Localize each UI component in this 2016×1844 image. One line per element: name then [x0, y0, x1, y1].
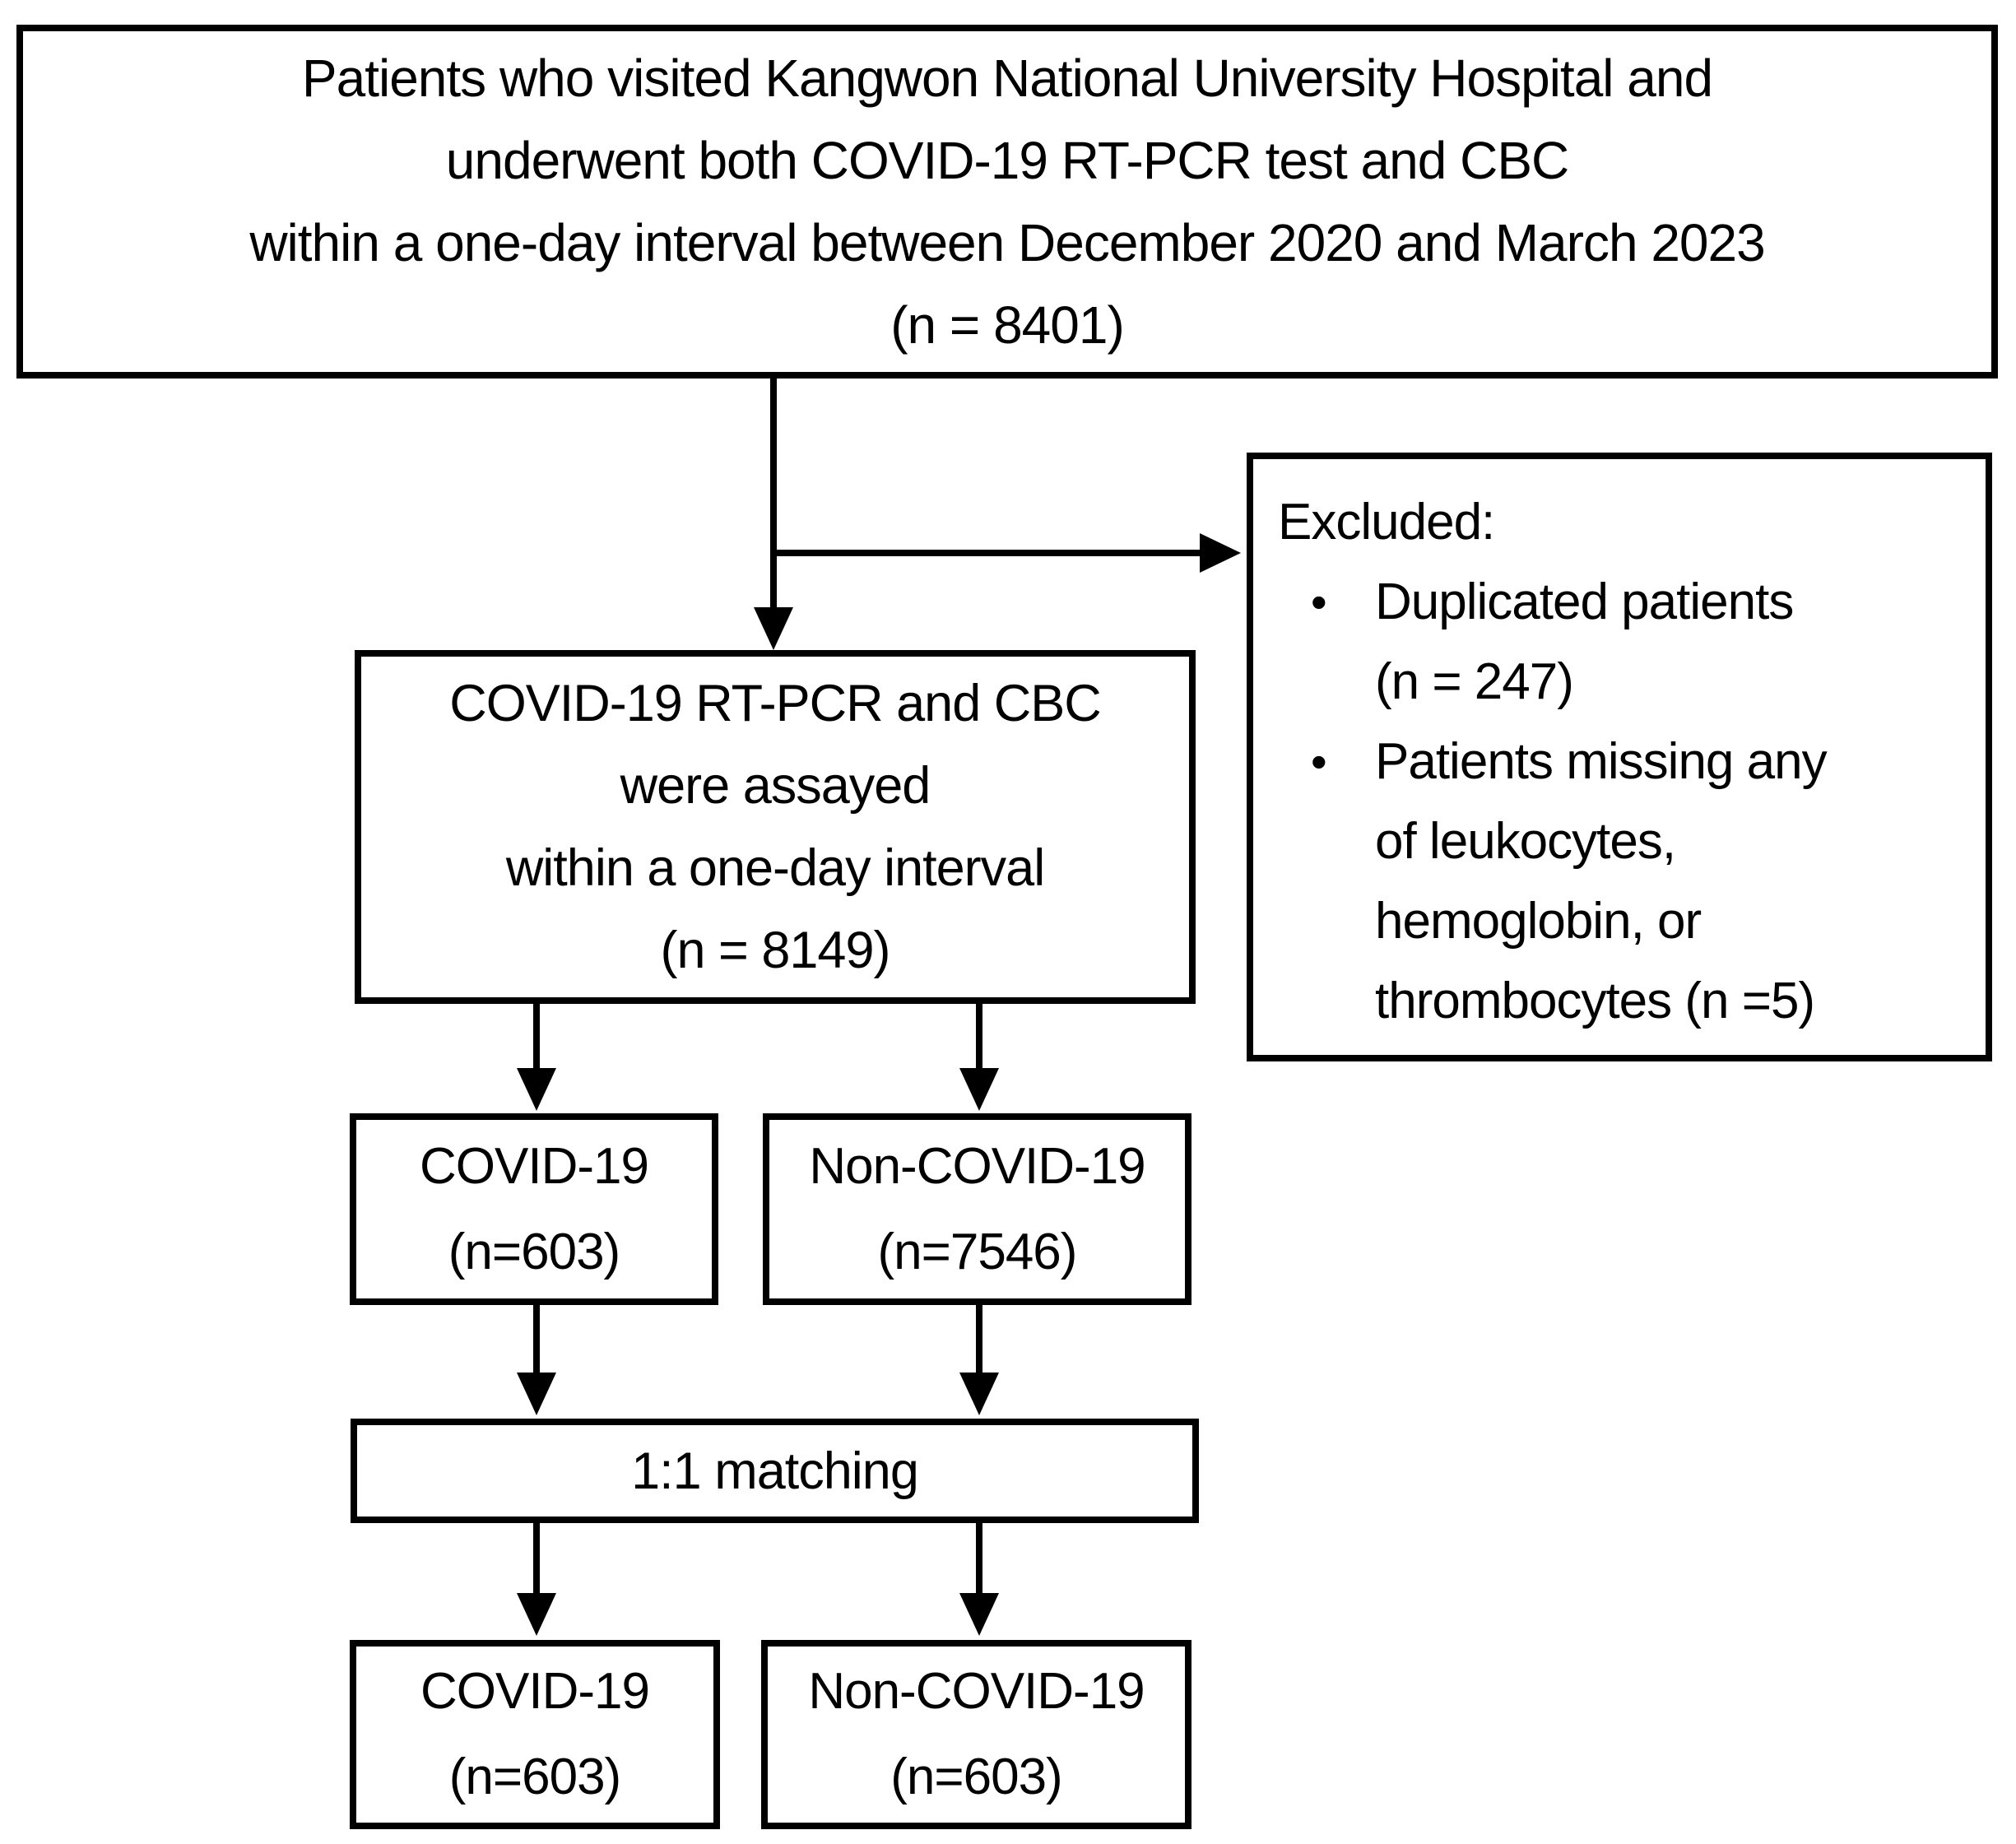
- box-covid-group: COVID-19 (n=603): [350, 1113, 718, 1305]
- box-line: Duplicated patients: [1375, 574, 1794, 630]
- box-line: 1:1 matching: [631, 1442, 919, 1500]
- box-assayed: COVID-19 RT-PCR and CBC were assayed wit…: [355, 650, 1196, 1004]
- box-excluded: Excluded: • Duplicated patients (n = 247…: [1247, 453, 1992, 1061]
- arrow-noncovid-to-matching: [959, 1305, 999, 1415]
- box-line: were assayed: [620, 757, 931, 815]
- box-line: COVID-19: [420, 1663, 650, 1720]
- box-line: Patients missing any: [1375, 733, 1828, 790]
- box-covid-matched: COVID-19 (n=603): [350, 1640, 720, 1829]
- arrow-matching-to-noncovid-matched: [959, 1523, 999, 1636]
- arrow-covid-to-matching: [517, 1305, 556, 1415]
- box-line: Non-COVID-19: [809, 1137, 1145, 1195]
- box-line: Non-COVID-19: [808, 1663, 1145, 1720]
- arrow-head: [517, 1373, 556, 1415]
- bullet-icon: •: [1311, 736, 1327, 787]
- box-line: underwent both COVID-19 RT-PCR test and …: [445, 131, 1569, 190]
- arrow-head: [517, 1593, 556, 1636]
- box-line: (n = 8401): [890, 295, 1125, 355]
- box-line: within a one-day interval: [505, 839, 1045, 897]
- arrow-matching-to-covid-matched: [517, 1523, 556, 1636]
- arrow-head: [1200, 533, 1241, 573]
- arrow-head: [517, 1068, 556, 1111]
- box-line: (n=603): [890, 1749, 1062, 1805]
- box-line: COVID-19 RT-PCR and CBC: [449, 675, 1102, 732]
- excluded-item-missing-labs: • Patients missing any of leukocytes, he…: [1311, 722, 1966, 1041]
- excluded-item-text: Duplicated patients (n = 247): [1375, 562, 1966, 722]
- box-matching: 1:1 matching: [351, 1419, 1199, 1523]
- box-line: (n=7546): [877, 1223, 1078, 1280]
- box-line: thrombocytes (n =5): [1375, 973, 1815, 1029]
- box-line: (n=603): [448, 1749, 621, 1805]
- excluded-item-duplicated: • Duplicated patients (n = 247): [1311, 562, 1966, 722]
- arrow-enrollment-to-assayed: [754, 379, 793, 650]
- arrow-head: [959, 1593, 999, 1636]
- box-line: COVID-19: [420, 1137, 649, 1195]
- arrow-branch-to-excluded: [770, 533, 1241, 573]
- box-noncovid-matched: Non-COVID-19 (n=603): [761, 1640, 1191, 1829]
- arrow-head: [959, 1068, 999, 1111]
- excluded-item-text: Patients missing any of leukocytes, hemo…: [1375, 722, 1966, 1041]
- arrow-assayed-to-covid: [517, 1004, 556, 1111]
- box-source-population: Patients who visited Kangwon National Un…: [16, 25, 1998, 379]
- arrow-head: [959, 1373, 999, 1415]
- box-line: (n = 8149): [660, 922, 891, 979]
- arrow-assayed-to-noncovid: [959, 1004, 999, 1111]
- box-line: hemoglobin, or: [1375, 893, 1702, 950]
- bullet-icon: •: [1311, 576, 1327, 628]
- box-line: (n = 247): [1375, 653, 1574, 710]
- excluded-title: Excluded:: [1278, 494, 1495, 550]
- box-noncovid-group: Non-COVID-19 (n=7546): [763, 1113, 1191, 1305]
- box-line: within a one-day interval between Decemb…: [249, 213, 1765, 272]
- arrow-head: [754, 607, 793, 650]
- box-line: Patients who visited Kangwon National Un…: [301, 49, 1713, 108]
- box-line: (n=603): [448, 1223, 620, 1280]
- box-line: of leukocytes,: [1375, 813, 1676, 870]
